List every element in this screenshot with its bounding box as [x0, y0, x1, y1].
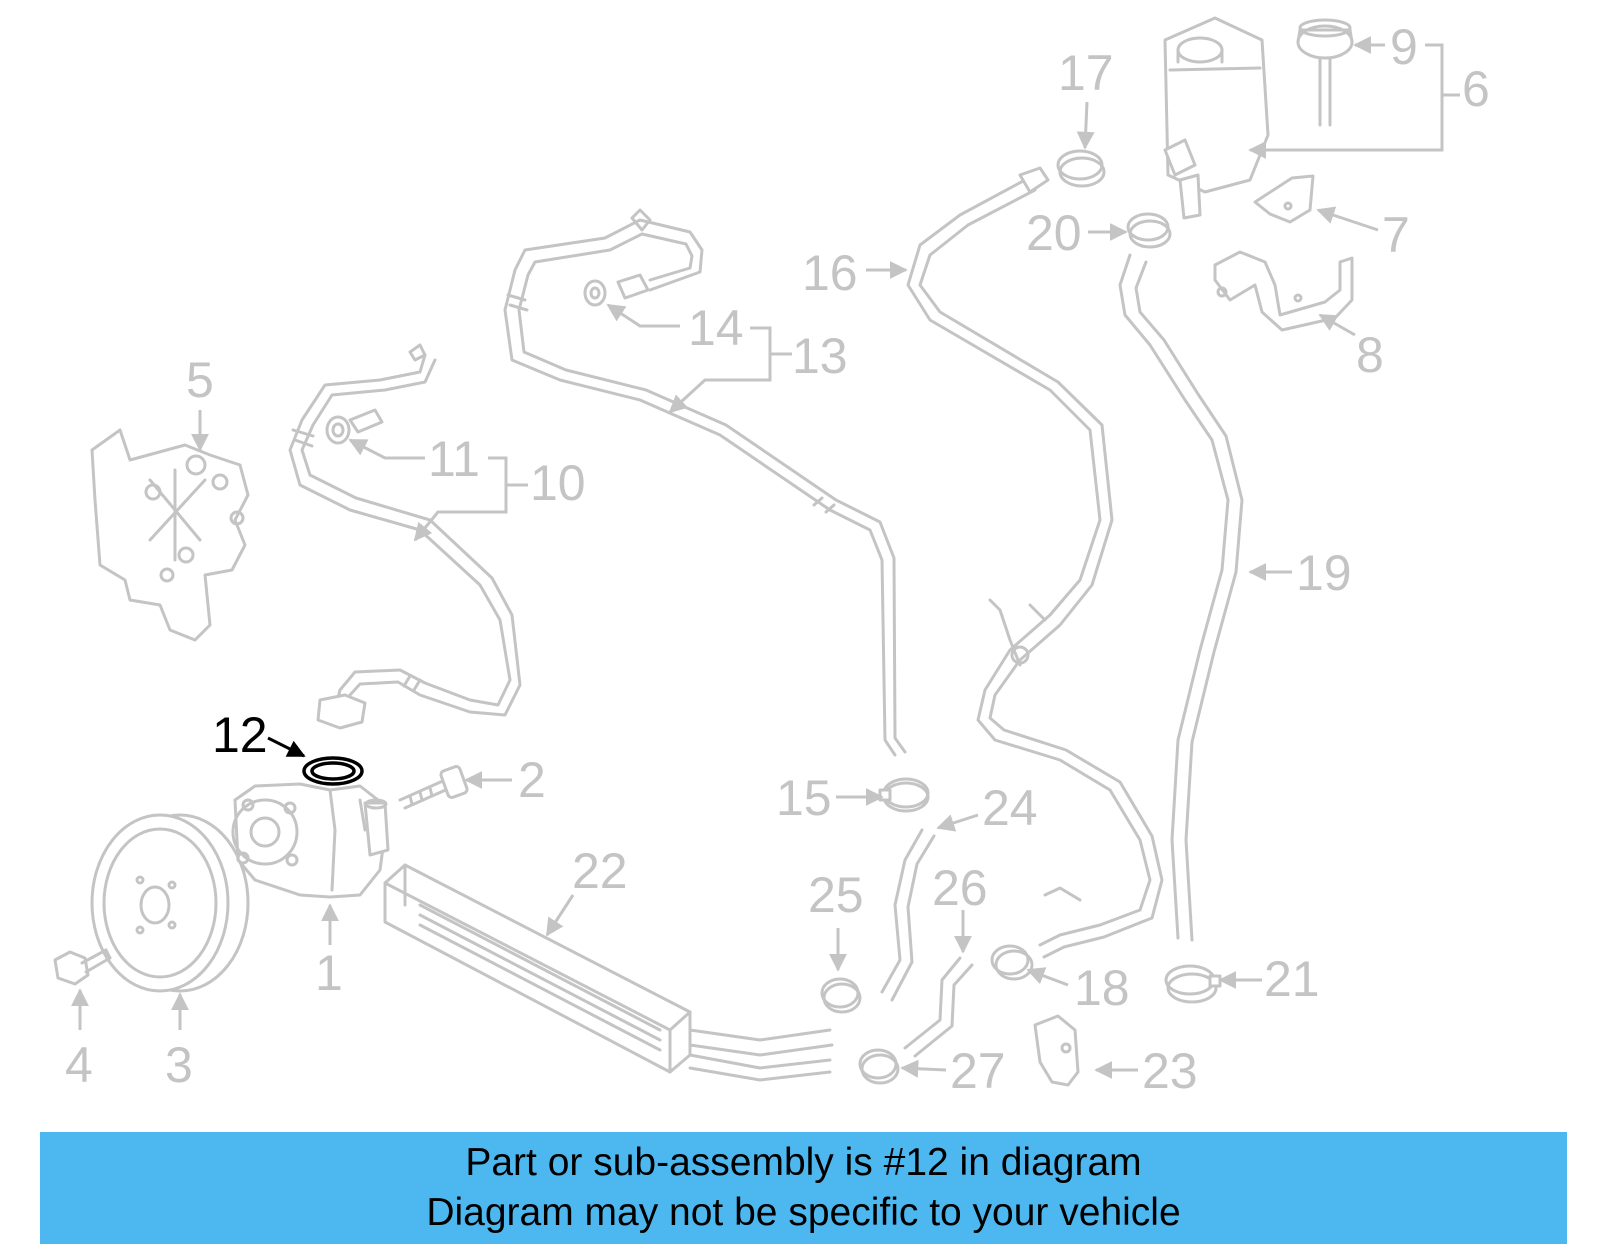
callout-12: 12 [212, 707, 268, 763]
callout-6: 6 [1462, 61, 1490, 117]
clamp-part-21 [1164, 964, 1222, 1004]
fitting-part-14 [583, 273, 650, 307]
hose-part-24 [880, 828, 936, 1002]
clamp-part-27 [858, 1048, 900, 1085]
clamp-part-18 [990, 944, 1034, 981]
callout-14: 14 [688, 300, 744, 356]
callout-21: 21 [1264, 951, 1320, 1007]
leader-lines [71, 36, 1460, 1079]
suction-hose-part-19 [1118, 253, 1244, 942]
callout-13: 13 [792, 328, 848, 384]
callout-3: 3 [165, 1037, 193, 1093]
callout-11: 11 [428, 431, 480, 487]
callout-17: 17 [1058, 45, 1114, 101]
banner-line-1: Part or sub-assembly is #12 in diagram [465, 1141, 1142, 1184]
callout-24: 24 [982, 780, 1038, 836]
callout-7: 7 [1382, 207, 1410, 263]
pulley-part-3 [90, 813, 250, 993]
callout-20: 20 [1026, 205, 1082, 261]
bolt-part-2 [398, 765, 469, 810]
cap-part-9 [1296, 18, 1354, 127]
callout-16: 16 [802, 245, 858, 301]
bracket-part-23 [1033, 1014, 1080, 1087]
bracket-part-7 [1253, 174, 1315, 224]
fitting-part-11 [325, 408, 384, 445]
cooler-part-22 [383, 863, 834, 1082]
bolt-part-4 [53, 948, 112, 986]
pressure-line-part-13 [503, 208, 907, 757]
banner-line-2: Diagram may not be specific to your vehi… [426, 1191, 1181, 1234]
clamp-part-20 [1126, 212, 1172, 249]
info-banner: Part or sub-assembly is #12 in diagram D… [40, 1132, 1567, 1244]
return-hose-part-16 [906, 166, 1164, 959]
callout-2: 2 [518, 752, 546, 808]
clamp-part-17 [1056, 149, 1106, 188]
callout-18: 18 [1074, 960, 1130, 1016]
pump-part-1 [231, 782, 390, 899]
callout-26: 26 [932, 860, 988, 916]
callout-8: 8 [1356, 327, 1384, 383]
callout-9: 9 [1390, 19, 1418, 75]
callout-1: 1 [315, 945, 343, 1001]
callout-5: 5 [186, 352, 214, 408]
callout-22: 22 [572, 843, 628, 899]
callout-27: 27 [950, 1043, 1006, 1099]
callout-4: 4 [65, 1037, 93, 1093]
clamp-part-25 [820, 977, 862, 1014]
callout-10: 10 [530, 455, 586, 511]
pressure-line-part-10 [288, 343, 522, 730]
callout-25: 25 [808, 867, 864, 923]
clamp-part-15 [878, 777, 930, 813]
callout-23: 23 [1142, 1043, 1198, 1099]
callout-15: 15 [776, 770, 832, 826]
bracket-part-8 [1213, 250, 1354, 332]
bracket-part-5 [90, 428, 250, 642]
callout-labels: 1 2 3 4 5 6 7 8 9 10 11 12 13 14 15 16 1… [65, 19, 1490, 1099]
callout-19: 19 [1296, 545, 1352, 601]
reservoir-part-6 [1163, 16, 1270, 220]
hose-part-26 [903, 956, 974, 1058]
o-ring-part-12 [302, 756, 364, 786]
